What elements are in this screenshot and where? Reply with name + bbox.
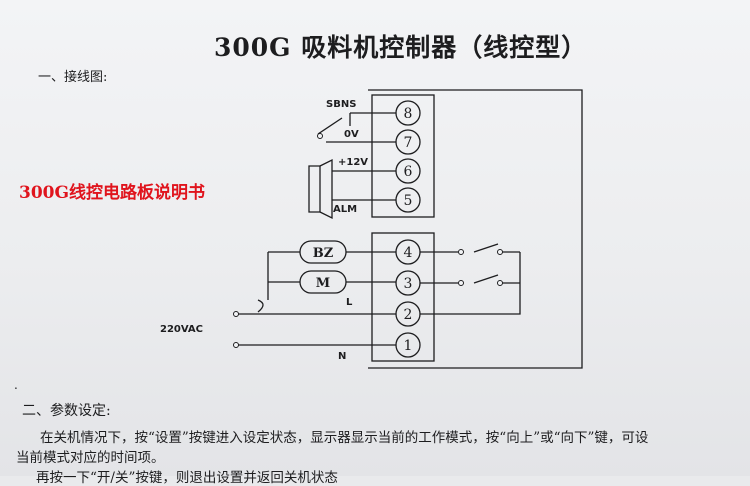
upper-terminal-block xyxy=(371,94,435,218)
horn-cone xyxy=(319,158,333,220)
sbns-switch-blade xyxy=(317,117,343,135)
settings-paragraph-line2: 当前模式对应的时间项。 xyxy=(16,450,165,466)
relay-contact-3 xyxy=(473,274,499,284)
wire-crossover xyxy=(257,299,264,313)
controller-outline xyxy=(368,89,583,369)
section-heading-wiring: 一、接线图: xyxy=(38,70,108,85)
alm-label: ALM xyxy=(333,204,357,215)
stray-dot: . xyxy=(14,378,18,392)
bz-label: BZ xyxy=(313,246,334,261)
document-page xyxy=(0,0,750,476)
terminal-1-label: 1 xyxy=(404,338,413,354)
horn-body xyxy=(308,165,321,213)
terminal-6-label: 6 xyxy=(404,164,413,180)
contact-dot xyxy=(458,280,464,286)
m-label: M xyxy=(316,276,330,291)
plus12v-label: +12V xyxy=(338,157,368,168)
contact-dot xyxy=(317,133,323,139)
terminal-8-label: 8 xyxy=(404,106,413,122)
terminal-2-label: 2 xyxy=(404,307,413,323)
line-label: L xyxy=(346,297,353,308)
document-title: 300G 吸料机控制器（线控型） xyxy=(214,33,588,62)
terminal-5-label: 5 xyxy=(404,193,413,209)
settings-paragraph-line1: 在关机情况下，按“设置”按键进入设定状态，显示器显示当前的工作模式，按“向上”或… xyxy=(40,430,649,446)
terminal-3-label: 3 xyxy=(404,276,413,292)
terminal-4-label: 4 xyxy=(404,245,413,261)
settings-paragraph-line3: 再按一下“开/关”按键，则退出设置并返回关机状态 xyxy=(36,470,338,486)
contact-dot xyxy=(458,249,464,255)
neutral-label: N xyxy=(338,351,346,362)
zero-volt-label: 0V xyxy=(344,129,359,140)
terminal-7-label: 7 xyxy=(404,135,413,151)
wiring-diagram: 8 7 6 5 4 3 2 1 SBNS 0V +12V ALM BZ M L … xyxy=(160,89,583,369)
relay-contact-4 xyxy=(473,243,499,253)
section-heading-settings: 二、参数设定: xyxy=(22,403,111,419)
contact-dot xyxy=(497,249,503,255)
supply-voltage-label: 220VAC xyxy=(160,324,203,335)
contact-dot xyxy=(233,342,239,348)
wire-relay-common xyxy=(420,252,521,315)
lower-terminal-block xyxy=(371,232,435,362)
contact-dot xyxy=(497,280,503,286)
contact-dot xyxy=(233,311,239,317)
sbns-label: SBNS xyxy=(326,99,356,110)
manual-overlay-caption: 300G线控电路板说明书 xyxy=(19,183,206,203)
